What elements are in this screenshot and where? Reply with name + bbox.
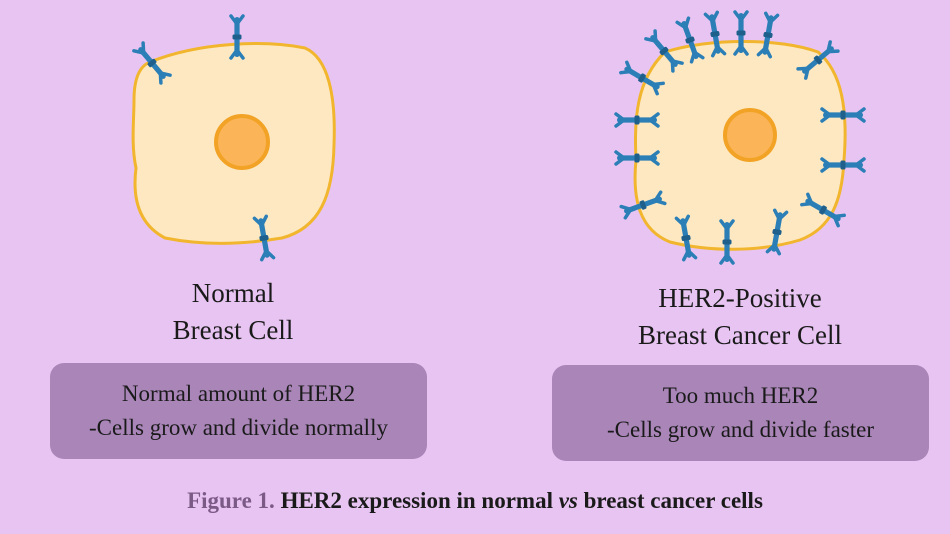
normal-title-line2: Breast Cell bbox=[172, 315, 294, 345]
cancer-info-line2: -Cells grow and divide faster bbox=[607, 417, 874, 442]
caption-italic: vs bbox=[558, 488, 578, 513]
normal-info-line2: -Cells grow and divide normally bbox=[89, 415, 388, 440]
cancer-cell-nucleus bbox=[723, 108, 777, 162]
normal-breast-cell bbox=[131, 14, 336, 262]
figure-caption: Figure 1. HER2 expression in normal vs b… bbox=[0, 488, 950, 514]
cancer-title-line2: Breast Cancer Cell bbox=[638, 320, 842, 350]
cancer-info-box: Too much HER2 -Cells grow and divide fas… bbox=[552, 365, 929, 461]
normal-title-line1: Normal bbox=[191, 278, 275, 308]
caption-text-before: HER2 expression in normal bbox=[280, 488, 553, 513]
normal-info-box: Normal amount of HER2 -Cells grow and di… bbox=[50, 363, 427, 459]
her2-positive-cancer-cell bbox=[614, 10, 866, 265]
figure-label: Figure 1. bbox=[187, 488, 275, 513]
cancer-info-line1: Too much HER2 bbox=[662, 383, 819, 408]
normal-info-line1: Normal amount of HER2 bbox=[121, 381, 356, 406]
normal-cell-title: Normal Breast Cell bbox=[100, 275, 366, 349]
normal-cell-nucleus bbox=[214, 114, 270, 170]
caption-text-after: breast cancer cells bbox=[583, 488, 763, 513]
cancer-cell-title: HER2-Positive Breast Cancer Cell bbox=[560, 280, 920, 354]
cancer-title-line1: HER2-Positive bbox=[658, 283, 822, 313]
